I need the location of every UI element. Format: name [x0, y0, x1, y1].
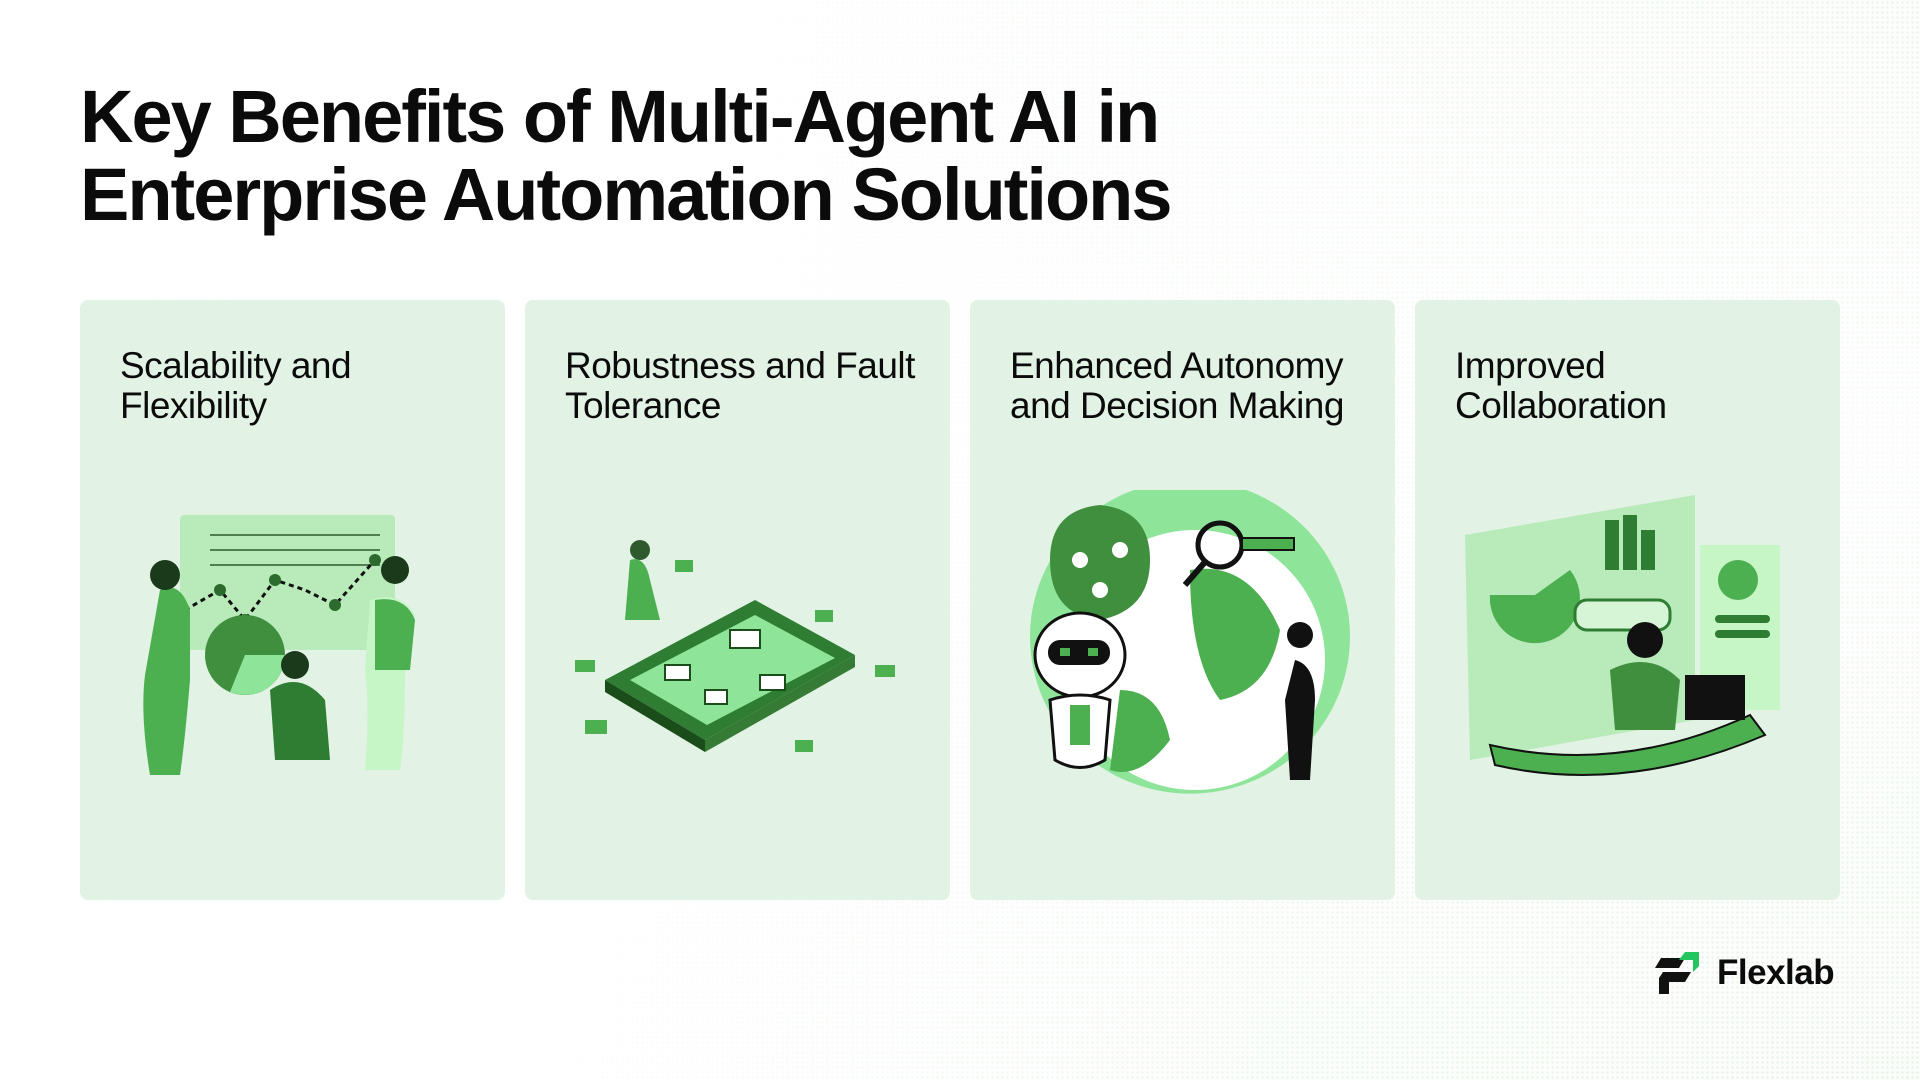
robot-brain-globe-illustration — [1030, 490, 1350, 794]
brand-logo: Flexlab — [1655, 952, 1835, 994]
page-title: Key Benefits of Multi-Agent AI in Enterp… — [80, 75, 1173, 236]
flexlab-logo-icon — [1655, 952, 1699, 994]
card-title: Robustness and Fault Tolerance — [565, 345, 915, 426]
brand-name: Flexlab — [1717, 953, 1835, 992]
isometric-network-illustration — [575, 540, 895, 752]
benefit-card-autonomy: Enhanced Autonomy and Decision Making — [970, 300, 1395, 900]
benefit-card-scalability: Scalability and Flexibility — [80, 300, 505, 900]
card-title: Improved Collaboration — [1455, 345, 1667, 426]
benefit-card-collaboration: Improved Collaboration — [1415, 300, 1840, 900]
card-title: Enhanced Autonomy and Decision Making — [1010, 345, 1344, 426]
dashboard-workstation-illustration — [1465, 495, 1780, 776]
card-title: Scalability and Flexibility — [120, 345, 352, 426]
benefit-card-robustness: Robustness and Fault Tolerance — [525, 300, 950, 900]
team-chart-illustration — [143, 515, 415, 775]
